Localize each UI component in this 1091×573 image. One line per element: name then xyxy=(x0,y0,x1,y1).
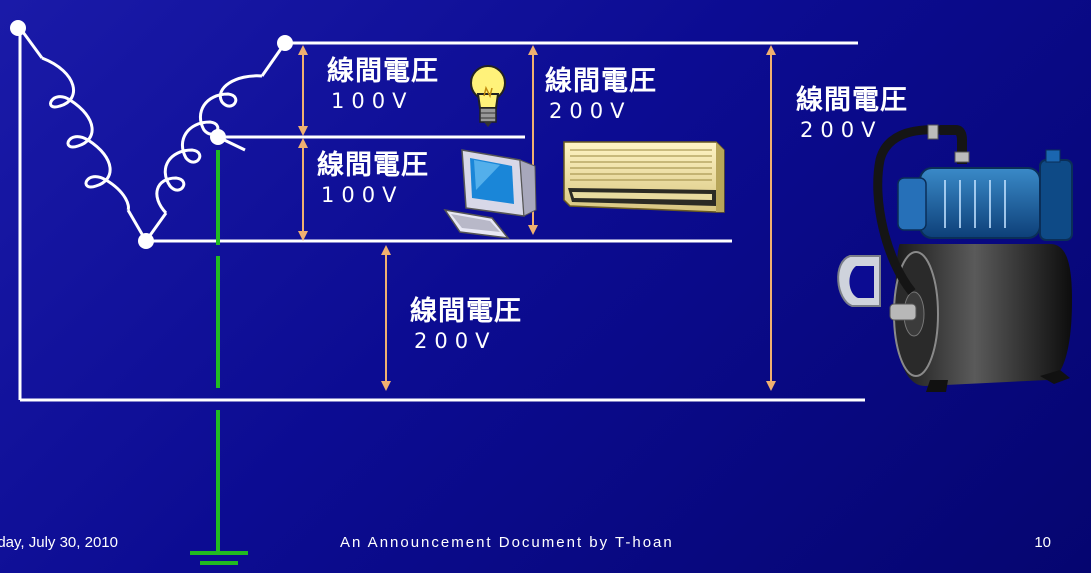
voltage-label-title: 線間電圧 xyxy=(545,66,657,97)
voltage-label-top-right: 線間電圧 200V xyxy=(796,85,908,143)
light-bulb-icon xyxy=(470,65,506,127)
junction-dot xyxy=(10,20,26,36)
coil-icon xyxy=(155,74,263,215)
computer-icon xyxy=(443,149,537,239)
voltage-label-title: 線間電圧 xyxy=(317,150,429,181)
junction-dot xyxy=(138,233,154,249)
voltage-label-value: 200V xyxy=(549,99,632,123)
coil-icon xyxy=(41,56,130,211)
voltage-label-title: 線間電圧 xyxy=(410,296,522,327)
page-number: 10 xyxy=(1034,534,1051,551)
voltage-label-value: 100V xyxy=(331,89,414,113)
footer-title: An Announcement Document by T-hoan xyxy=(340,534,674,551)
voltage-label-title: 線間電圧 xyxy=(327,56,439,87)
water-pump-icon xyxy=(837,124,1073,392)
air-conditioner-icon xyxy=(563,141,725,213)
junction-dot xyxy=(277,35,293,51)
voltage-label-title: 線間電圧 xyxy=(796,85,908,116)
voltage-label-value: 200V xyxy=(414,329,497,353)
voltage-label-value: 200V xyxy=(800,118,883,142)
voltage-label-middle-left: 線間電圧 100V xyxy=(317,150,429,208)
footer-date: iday, July 30, 2010 xyxy=(0,534,118,551)
junction-dot xyxy=(210,129,226,145)
voltage-label-top-left: 線間電圧 100V xyxy=(327,56,439,114)
voltage-label-bottom: 線間電圧 200V xyxy=(410,296,522,354)
voltage-label-top-mid: 線間電圧 200V xyxy=(545,66,657,124)
ground-symbol-icon xyxy=(190,551,248,565)
voltage-label-value: 100V xyxy=(321,183,404,207)
